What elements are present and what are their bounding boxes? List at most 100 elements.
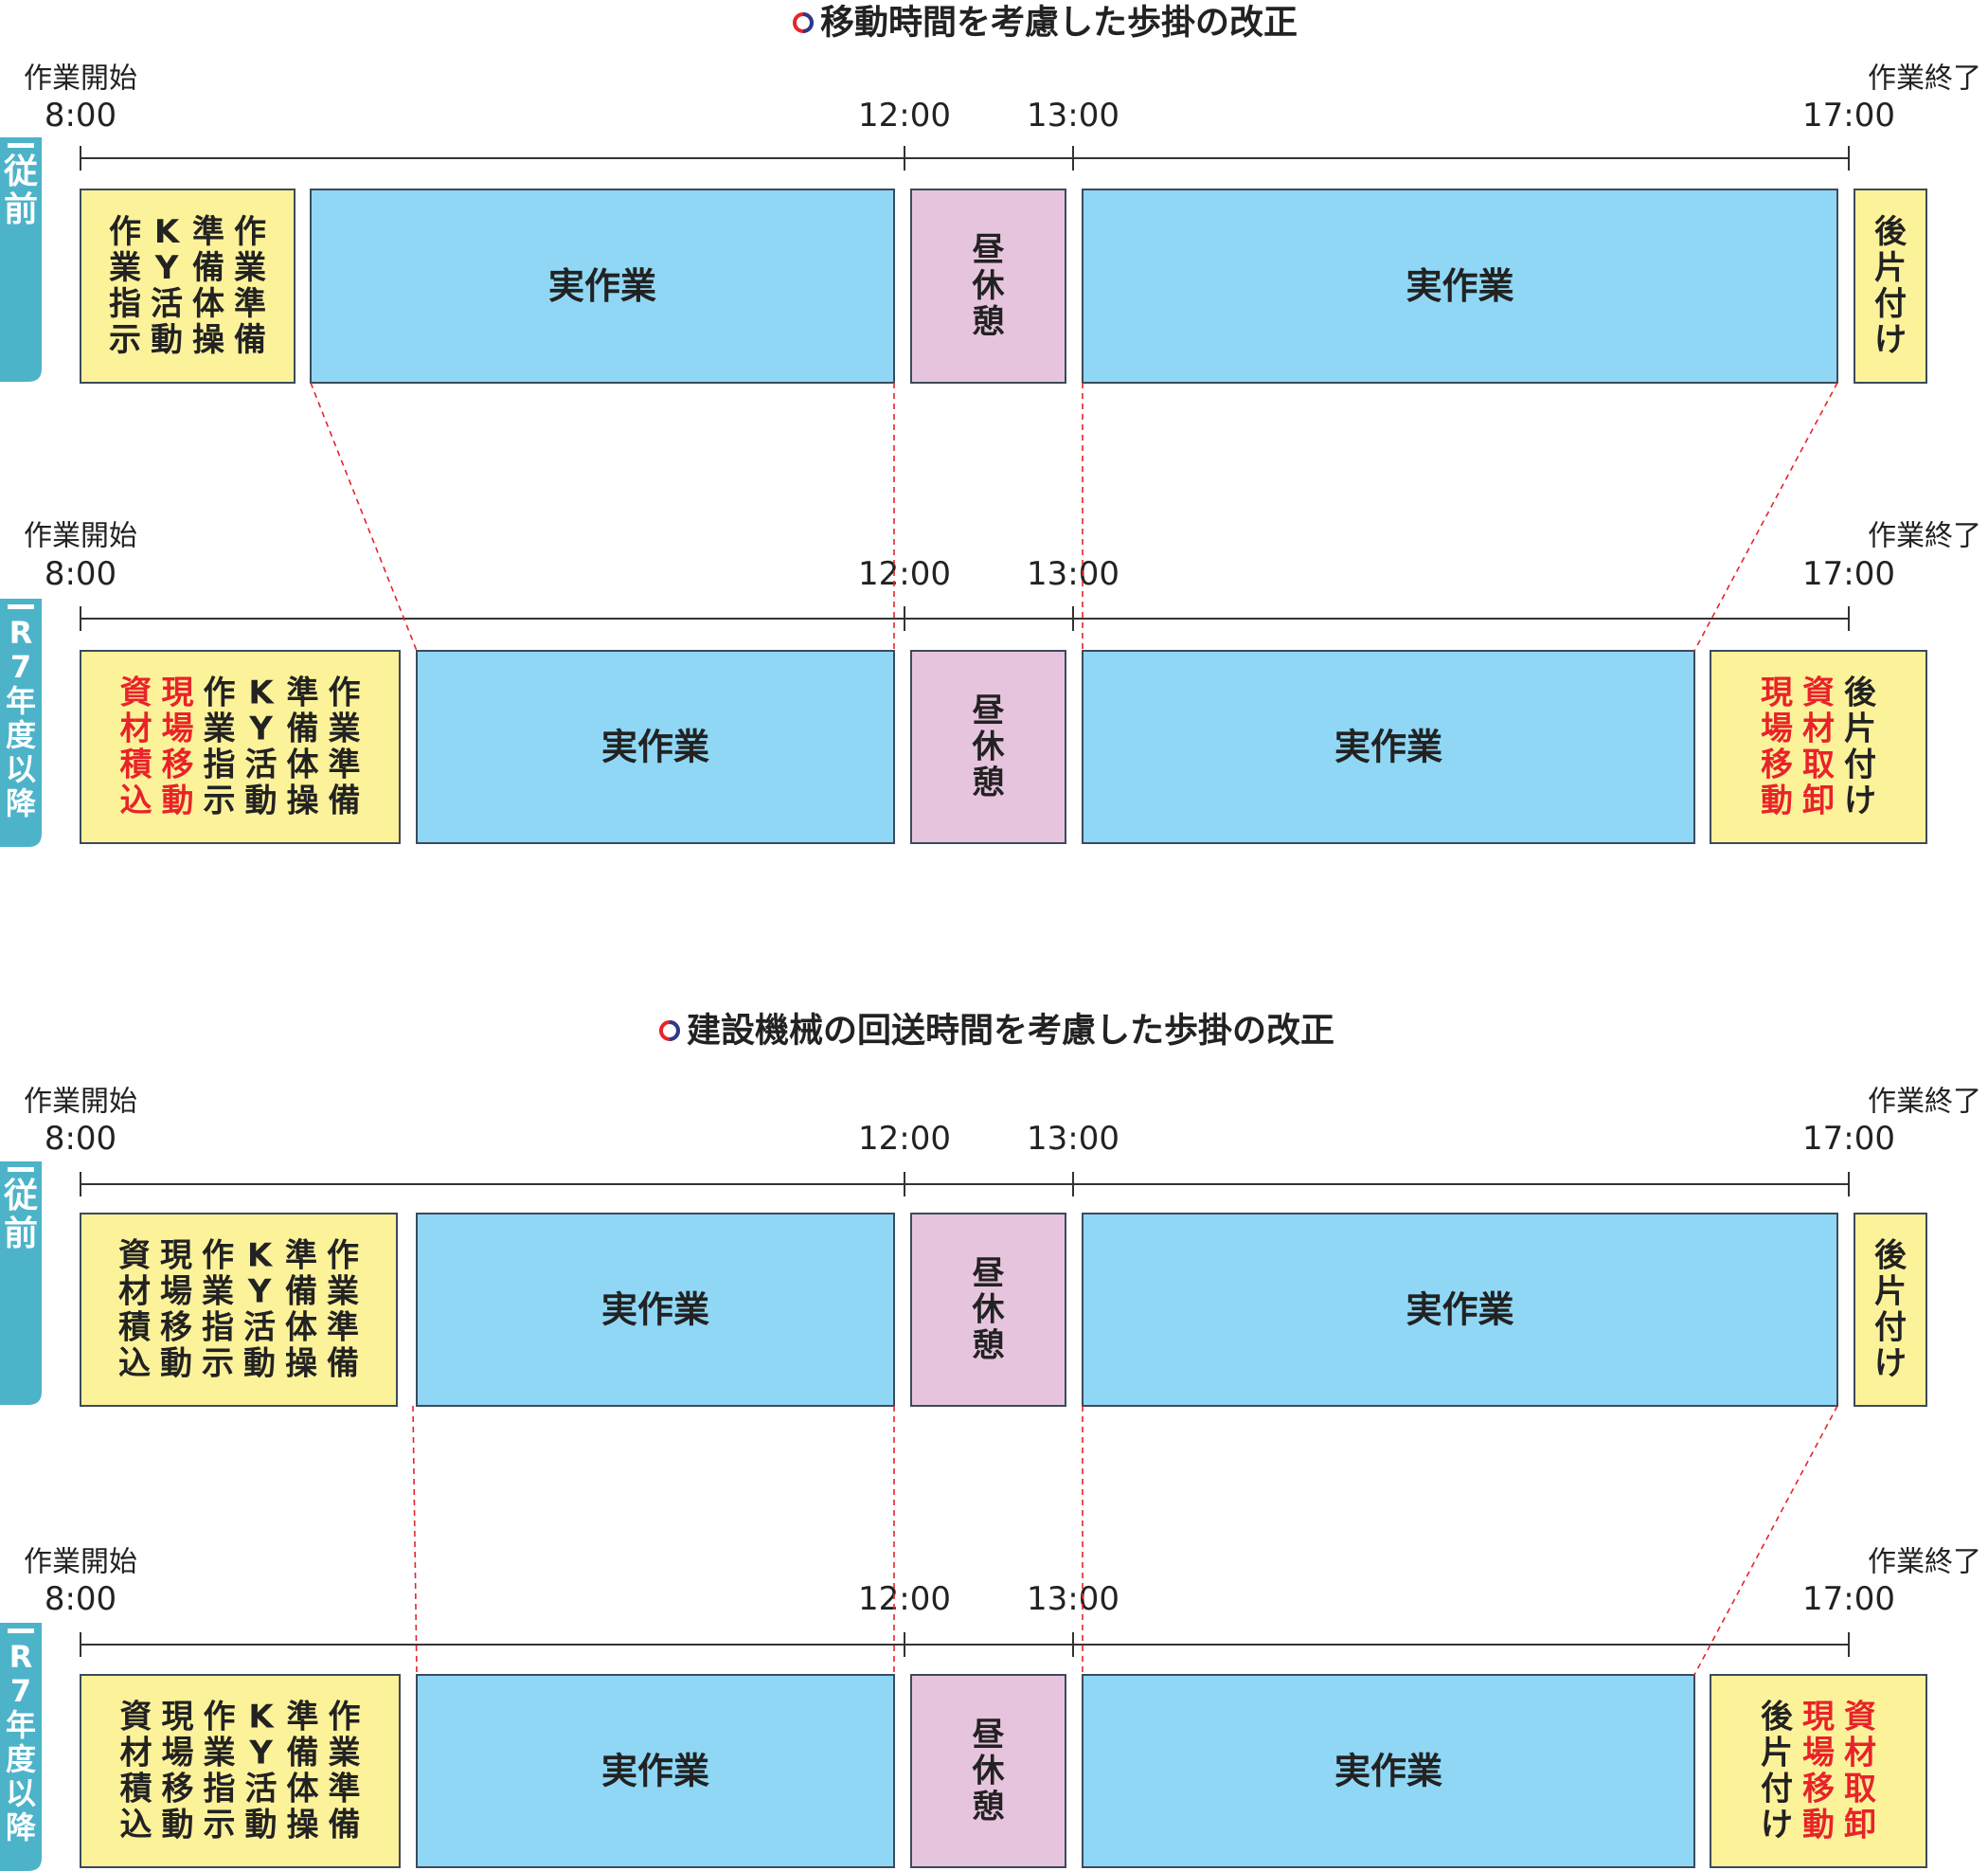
work-box-afternoon (1082, 1213, 1838, 1407)
task-column: 後片付け (1874, 213, 1907, 359)
lunch-box (910, 1674, 1066, 1868)
time-1700: 17:00 (1802, 97, 1895, 135)
task-column: 準備体操 (285, 1237, 317, 1383)
time-1200: 12:00 (858, 97, 951, 135)
row-tab-label: 従前 (3, 153, 38, 229)
work-label: 実作業 (601, 727, 709, 768)
work-box-afternoon (1082, 650, 1695, 844)
task-column: 資材積込 (120, 1699, 152, 1844)
task-column: 資材積込 (118, 1237, 151, 1383)
task-column: 作業準備 (327, 1237, 359, 1383)
task-column: 資材積込 (120, 675, 152, 820)
task-column: 現場移動 (1802, 1699, 1835, 1844)
row-tab (0, 137, 42, 382)
tab-mark (8, 1167, 34, 1172)
task-column: 作業準備 (234, 213, 266, 359)
time-800: 8:00 (45, 555, 116, 593)
tab-mark (8, 604, 34, 609)
title-bullet-icon (792, 12, 814, 33)
work-label: 実作業 (601, 1289, 709, 1331)
work-label: 実作業 (548, 265, 656, 307)
time-1700: 17:00 (1802, 555, 1895, 593)
task-column: 後片付け (1874, 1237, 1907, 1383)
lunch-box (910, 1213, 1066, 1407)
start-label: 作業開始 (24, 1086, 137, 1119)
row-tab-label: 従前 (3, 1177, 38, 1253)
task-column: 作業準備 (329, 675, 361, 820)
task-column: 作業指示 (202, 1237, 234, 1383)
guide-line (1693, 1405, 1838, 1676)
work-box-afternoon (1082, 1674, 1695, 1868)
start-tasks-box (80, 189, 296, 384)
task-column: 現場移動 (1761, 675, 1793, 820)
start-label: 作業開始 (24, 63, 137, 96)
row-tab (0, 1623, 42, 1871)
end-label: 作業終了 (1868, 63, 1981, 96)
section-title: 移動時間を考慮した歩掛の改正 (820, 4, 1298, 43)
work-label: 実作業 (1406, 1289, 1513, 1331)
guide-line (310, 382, 418, 652)
work-box-morning (416, 650, 895, 844)
end-label: 作業終了 (1868, 1546, 1981, 1579)
task-column: 現場移動 (162, 675, 194, 820)
work-box-morning (310, 189, 895, 384)
end-tasks-box (1710, 650, 1927, 844)
time-1300: 13:00 (1027, 97, 1119, 135)
task-column: 準備体操 (287, 675, 319, 820)
tab-mark (8, 1628, 34, 1633)
row-tab (0, 599, 42, 847)
start-tasks-box (80, 1213, 398, 1407)
start-label: 作業開始 (24, 1546, 137, 1579)
work-label: 実作業 (601, 1751, 709, 1792)
work-box-afternoon (1082, 189, 1838, 384)
time-800: 8:00 (45, 97, 116, 135)
time-1700: 17:00 (1802, 1120, 1895, 1158)
task-column: 後片付け (1844, 675, 1877, 820)
lunch-label: 昼休憩 (972, 1255, 1006, 1365)
start-tasks-box (80, 1674, 401, 1868)
task-column: 現場移動 (162, 1699, 194, 1844)
time-800: 8:00 (45, 1580, 116, 1618)
row-tab (0, 1161, 42, 1405)
task-column: 資材取卸 (1802, 675, 1835, 820)
work-label: 実作業 (1334, 727, 1442, 768)
task-column: 資材取卸 (1844, 1699, 1876, 1844)
lunch-label: 昼休憩 (972, 1717, 1006, 1826)
work-box-morning (416, 1213, 895, 1407)
time-1300: 13:00 (1027, 555, 1119, 593)
end-tasks-box (1854, 189, 1927, 384)
start-label: 作業開始 (24, 520, 137, 553)
task-column: 現場移動 (160, 1237, 192, 1383)
end-label: 作業終了 (1868, 1086, 1981, 1119)
end-tasks-box (1710, 1674, 1927, 1868)
task-column: 作業指示 (109, 213, 141, 359)
guide-line (412, 1405, 418, 1676)
guide-line (1693, 382, 1838, 652)
lunch-box (910, 650, 1066, 844)
time-1300: 13:00 (1027, 1580, 1119, 1618)
lunch-label: 昼休憩 (972, 693, 1006, 802)
work-label: 実作業 (1406, 265, 1513, 307)
task-column: 作業準備 (329, 1699, 361, 1844)
task-column: 準備体操 (287, 1699, 319, 1844)
end-tasks-box (1854, 1213, 1927, 1407)
time-1200: 12:00 (858, 1120, 951, 1158)
task-column: 作業指示 (204, 675, 236, 820)
task-column: 後片付け (1761, 1699, 1794, 1844)
start-tasks-box (80, 650, 401, 844)
tab-mark (8, 143, 34, 148)
lunch-box (910, 189, 1066, 384)
time-1300: 13:00 (1027, 1120, 1119, 1158)
time-1200: 12:00 (858, 555, 951, 593)
end-label: 作業終了 (1868, 520, 1981, 553)
time-800: 8:00 (45, 1120, 116, 1158)
task-column: 作業指示 (204, 1699, 236, 1844)
lunch-label: 昼休憩 (972, 231, 1006, 341)
